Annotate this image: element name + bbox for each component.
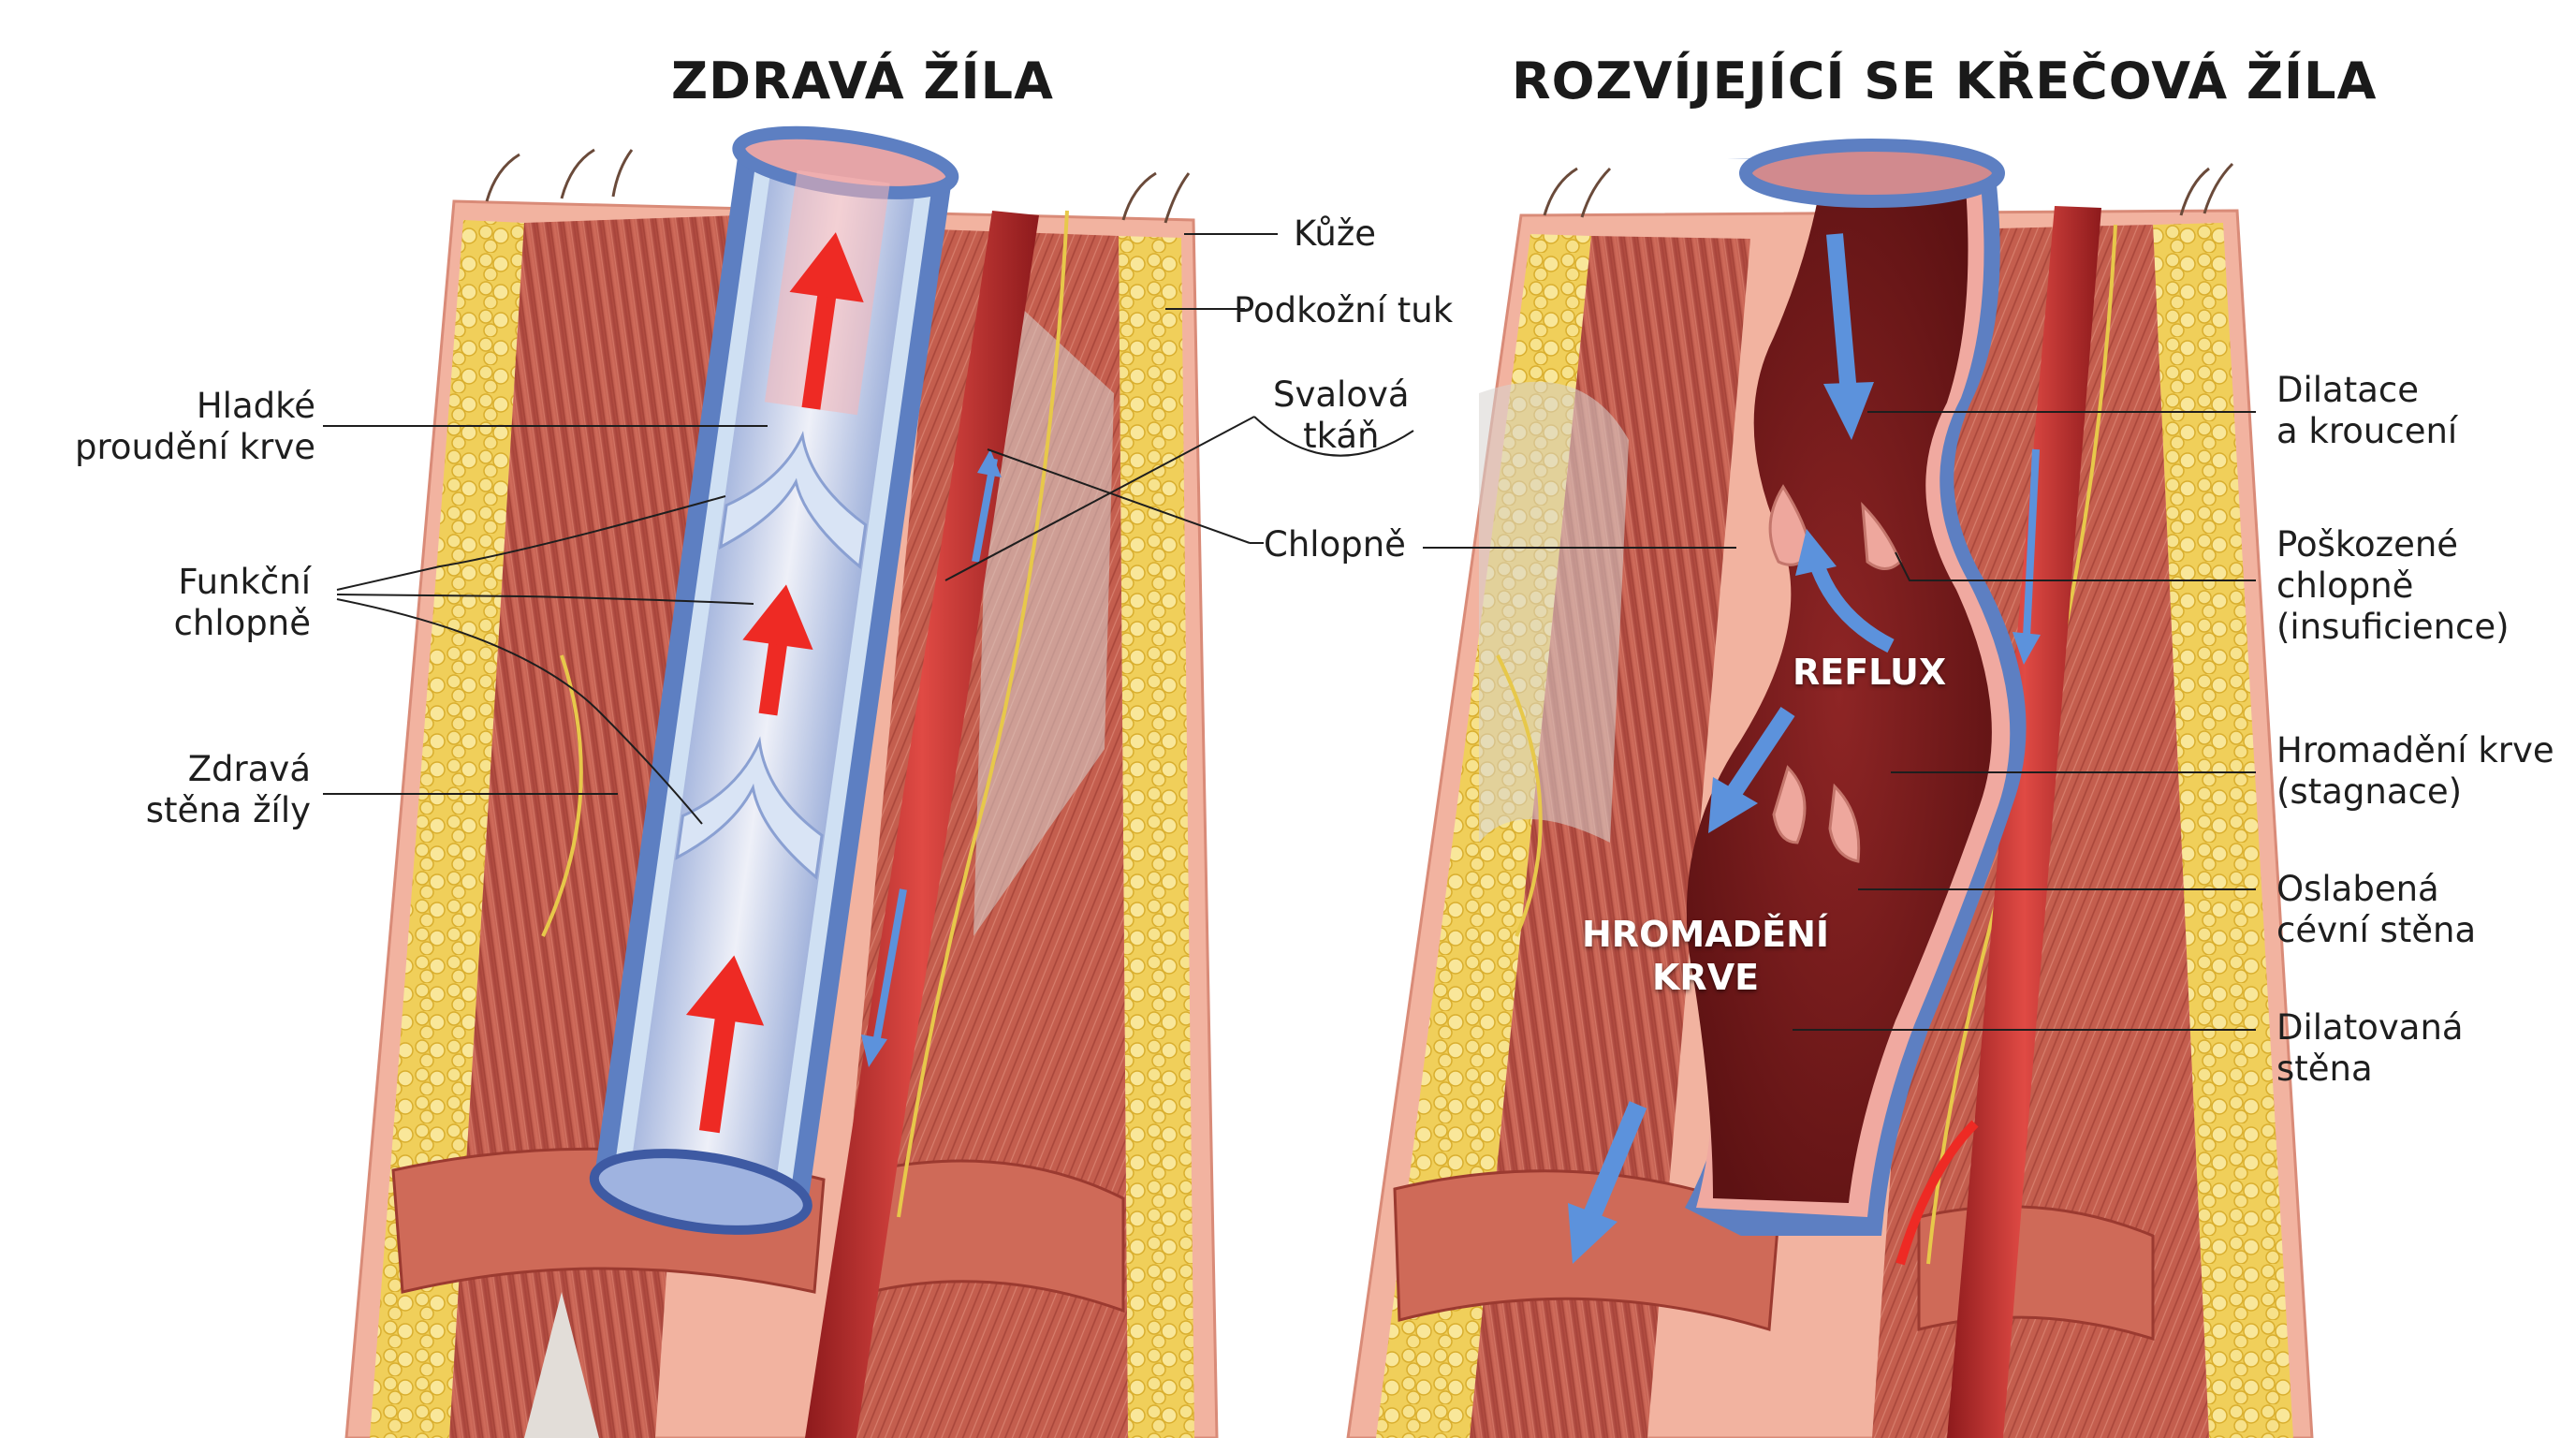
artery-right	[1947, 206, 2101, 1438]
fat-layer-right	[1119, 236, 1194, 1438]
varicose-vein-title: ROZVÍJEJÍCÍ SE KŘEČOVÁ ŽÍLA	[1512, 51, 2378, 110]
label-skin: Kůže	[1294, 213, 1377, 254]
varicose-vein-panel	[1346, 139, 2314, 1438]
label-valves: Chlopně	[1264, 524, 1406, 565]
healthy-vein	[589, 125, 959, 1235]
label-blood-pooling: Hromadění krve(stagnace)	[2276, 730, 2554, 812]
fat-layer-right-b	[2153, 223, 2293, 1438]
healthy-vein-panel	[323, 125, 1414, 1438]
reflux-label: REFLUX	[1793, 652, 1947, 693]
label-subcutaneous-fat: Podkožní tuk	[1234, 290, 1454, 330]
healthy-vein-title: ZDRAVÁ ŽÍLA	[671, 51, 1054, 110]
fat-layer-left	[370, 220, 524, 1438]
